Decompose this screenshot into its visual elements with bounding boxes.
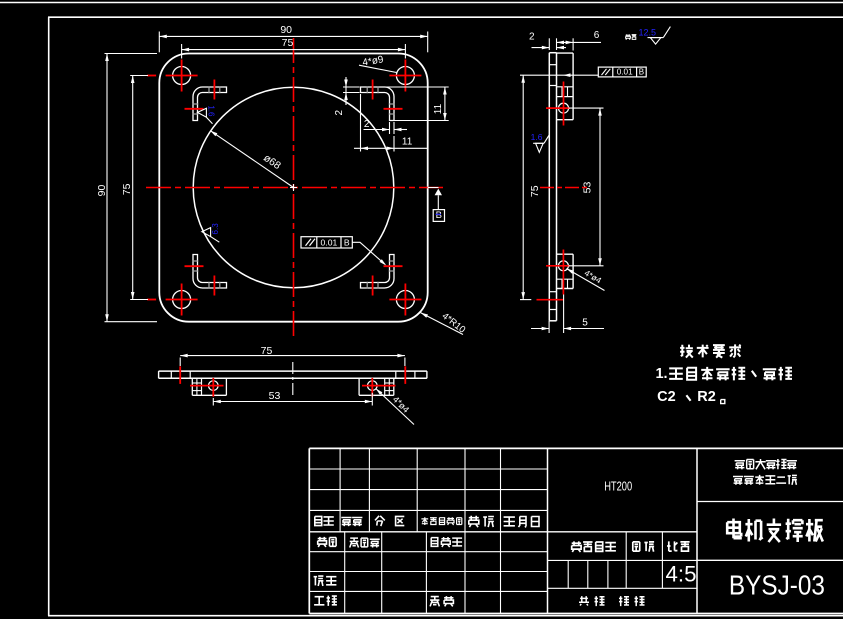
svg-text:R2: R2 [697, 389, 716, 405]
svg-text:75: 75 [282, 37, 294, 49]
svg-text:1.: 1. [655, 366, 667, 382]
svg-text:HT200: HT200 [604, 479, 632, 493]
svg-text:4:5: 4:5 [666, 562, 697, 587]
svg-text:4*ø9: 4*ø9 [362, 54, 385, 69]
svg-text:BYSJ-03: BYSJ-03 [729, 570, 825, 601]
svg-text:90: 90 [96, 185, 108, 197]
svg-text:1.6: 1.6 [531, 132, 543, 142]
svg-text:1.6: 1.6 [206, 105, 215, 117]
svg-text:C2: C2 [657, 389, 676, 405]
svg-text:90: 90 [280, 24, 292, 36]
svg-text:B: B [344, 237, 350, 247]
svg-text:6: 6 [594, 30, 600, 41]
svg-text:0.01: 0.01 [321, 237, 338, 247]
svg-text:53: 53 [582, 182, 594, 194]
svg-text:5: 5 [582, 317, 588, 328]
svg-text:11: 11 [402, 137, 413, 148]
svg-text:75: 75 [121, 183, 133, 195]
svg-text:0.01: 0.01 [617, 68, 633, 77]
svg-text:6.3: 6.3 [211, 223, 220, 235]
svg-text:B: B [436, 210, 442, 221]
svg-text:11: 11 [433, 103, 444, 114]
svg-text:75: 75 [529, 185, 541, 197]
svg-text:B: B [639, 68, 644, 77]
svg-text:2: 2 [529, 31, 535, 42]
svg-text:2: 2 [364, 119, 370, 130]
svg-text:2: 2 [334, 109, 345, 115]
svg-text:12.5: 12.5 [639, 27, 657, 37]
svg-text:75: 75 [261, 345, 273, 357]
svg-text:53: 53 [269, 390, 281, 402]
